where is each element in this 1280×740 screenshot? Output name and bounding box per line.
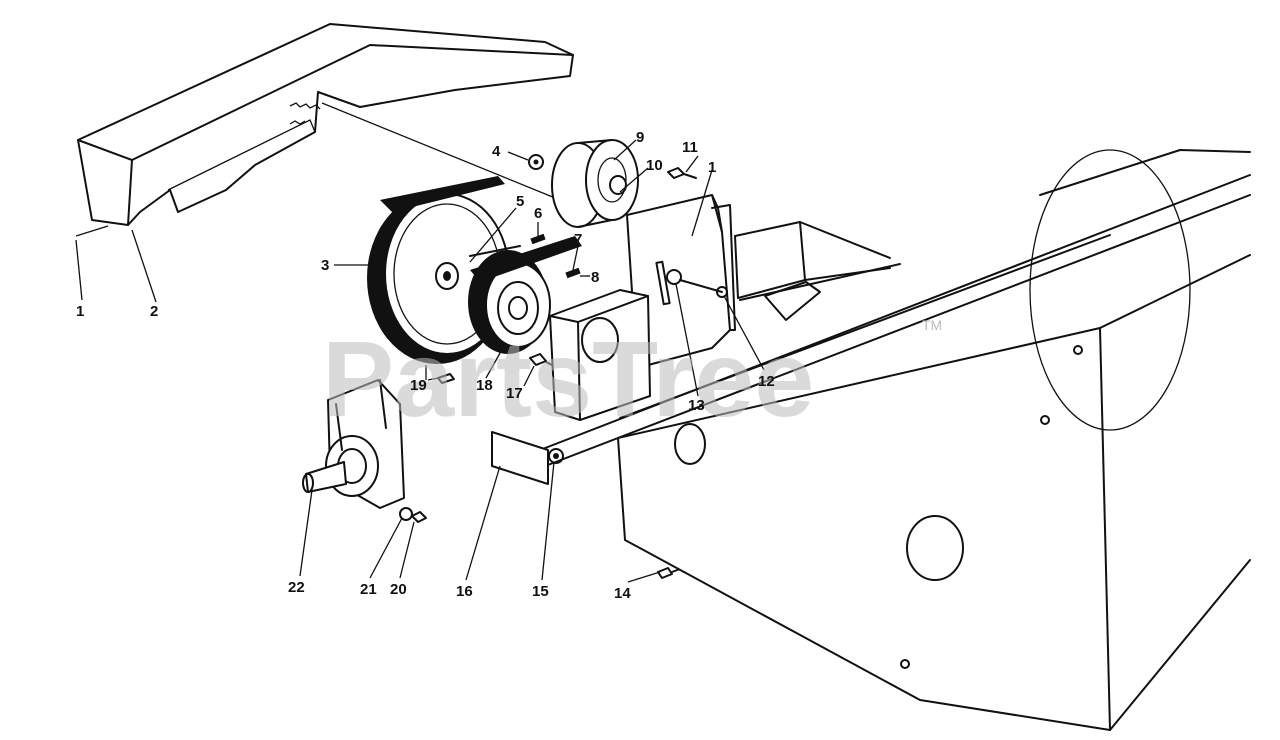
- callout-labels: 1 2 3 4 5 6 7 8 9 10 11 1 12 13 14 15 16…: [76, 129, 775, 602]
- leader-lines: [75, 139, 765, 583]
- callout-7: 7: [574, 231, 582, 248]
- idler-pulley: [551, 139, 639, 228]
- callout-4: 4: [492, 143, 501, 160]
- callout-9: 9: [636, 129, 644, 146]
- callout-18: 18: [476, 377, 493, 394]
- callout-6: 6: [534, 205, 542, 222]
- callout-3: 3: [321, 257, 329, 274]
- callout-22: 22: [288, 579, 305, 596]
- frame: [491, 174, 1251, 485]
- callout-1-second: 1: [708, 159, 716, 176]
- callout-8: 8: [591, 269, 599, 286]
- callout-16: 16: [456, 583, 473, 600]
- callout-20: 20: [390, 581, 407, 598]
- watermark-trademark: TM: [922, 317, 942, 333]
- callout-17: 17: [506, 385, 523, 402]
- small-pulley: [468, 236, 582, 354]
- bearing-block: [549, 289, 651, 421]
- watermark: PartsTree TM: [322, 317, 942, 439]
- gearbox: [302, 379, 405, 509]
- callout-11: 11: [682, 139, 698, 156]
- callout-12: 12: [758, 373, 775, 390]
- callout-5: 5: [516, 193, 524, 210]
- callout-19: 19: [410, 377, 427, 394]
- callout-2: 2: [150, 303, 158, 320]
- callout-21: 21: [360, 581, 377, 598]
- watermark-text: PartsTree: [322, 318, 814, 439]
- callout-10: 10: [646, 157, 663, 174]
- callout-13: 13: [688, 397, 705, 414]
- callout-14: 14: [614, 585, 631, 602]
- callout-1: 1: [76, 303, 84, 320]
- belt-guard: [77, 23, 574, 226]
- callout-15: 15: [532, 583, 549, 600]
- mounting-plate: [626, 194, 736, 369]
- auger-housing: [617, 149, 1251, 731]
